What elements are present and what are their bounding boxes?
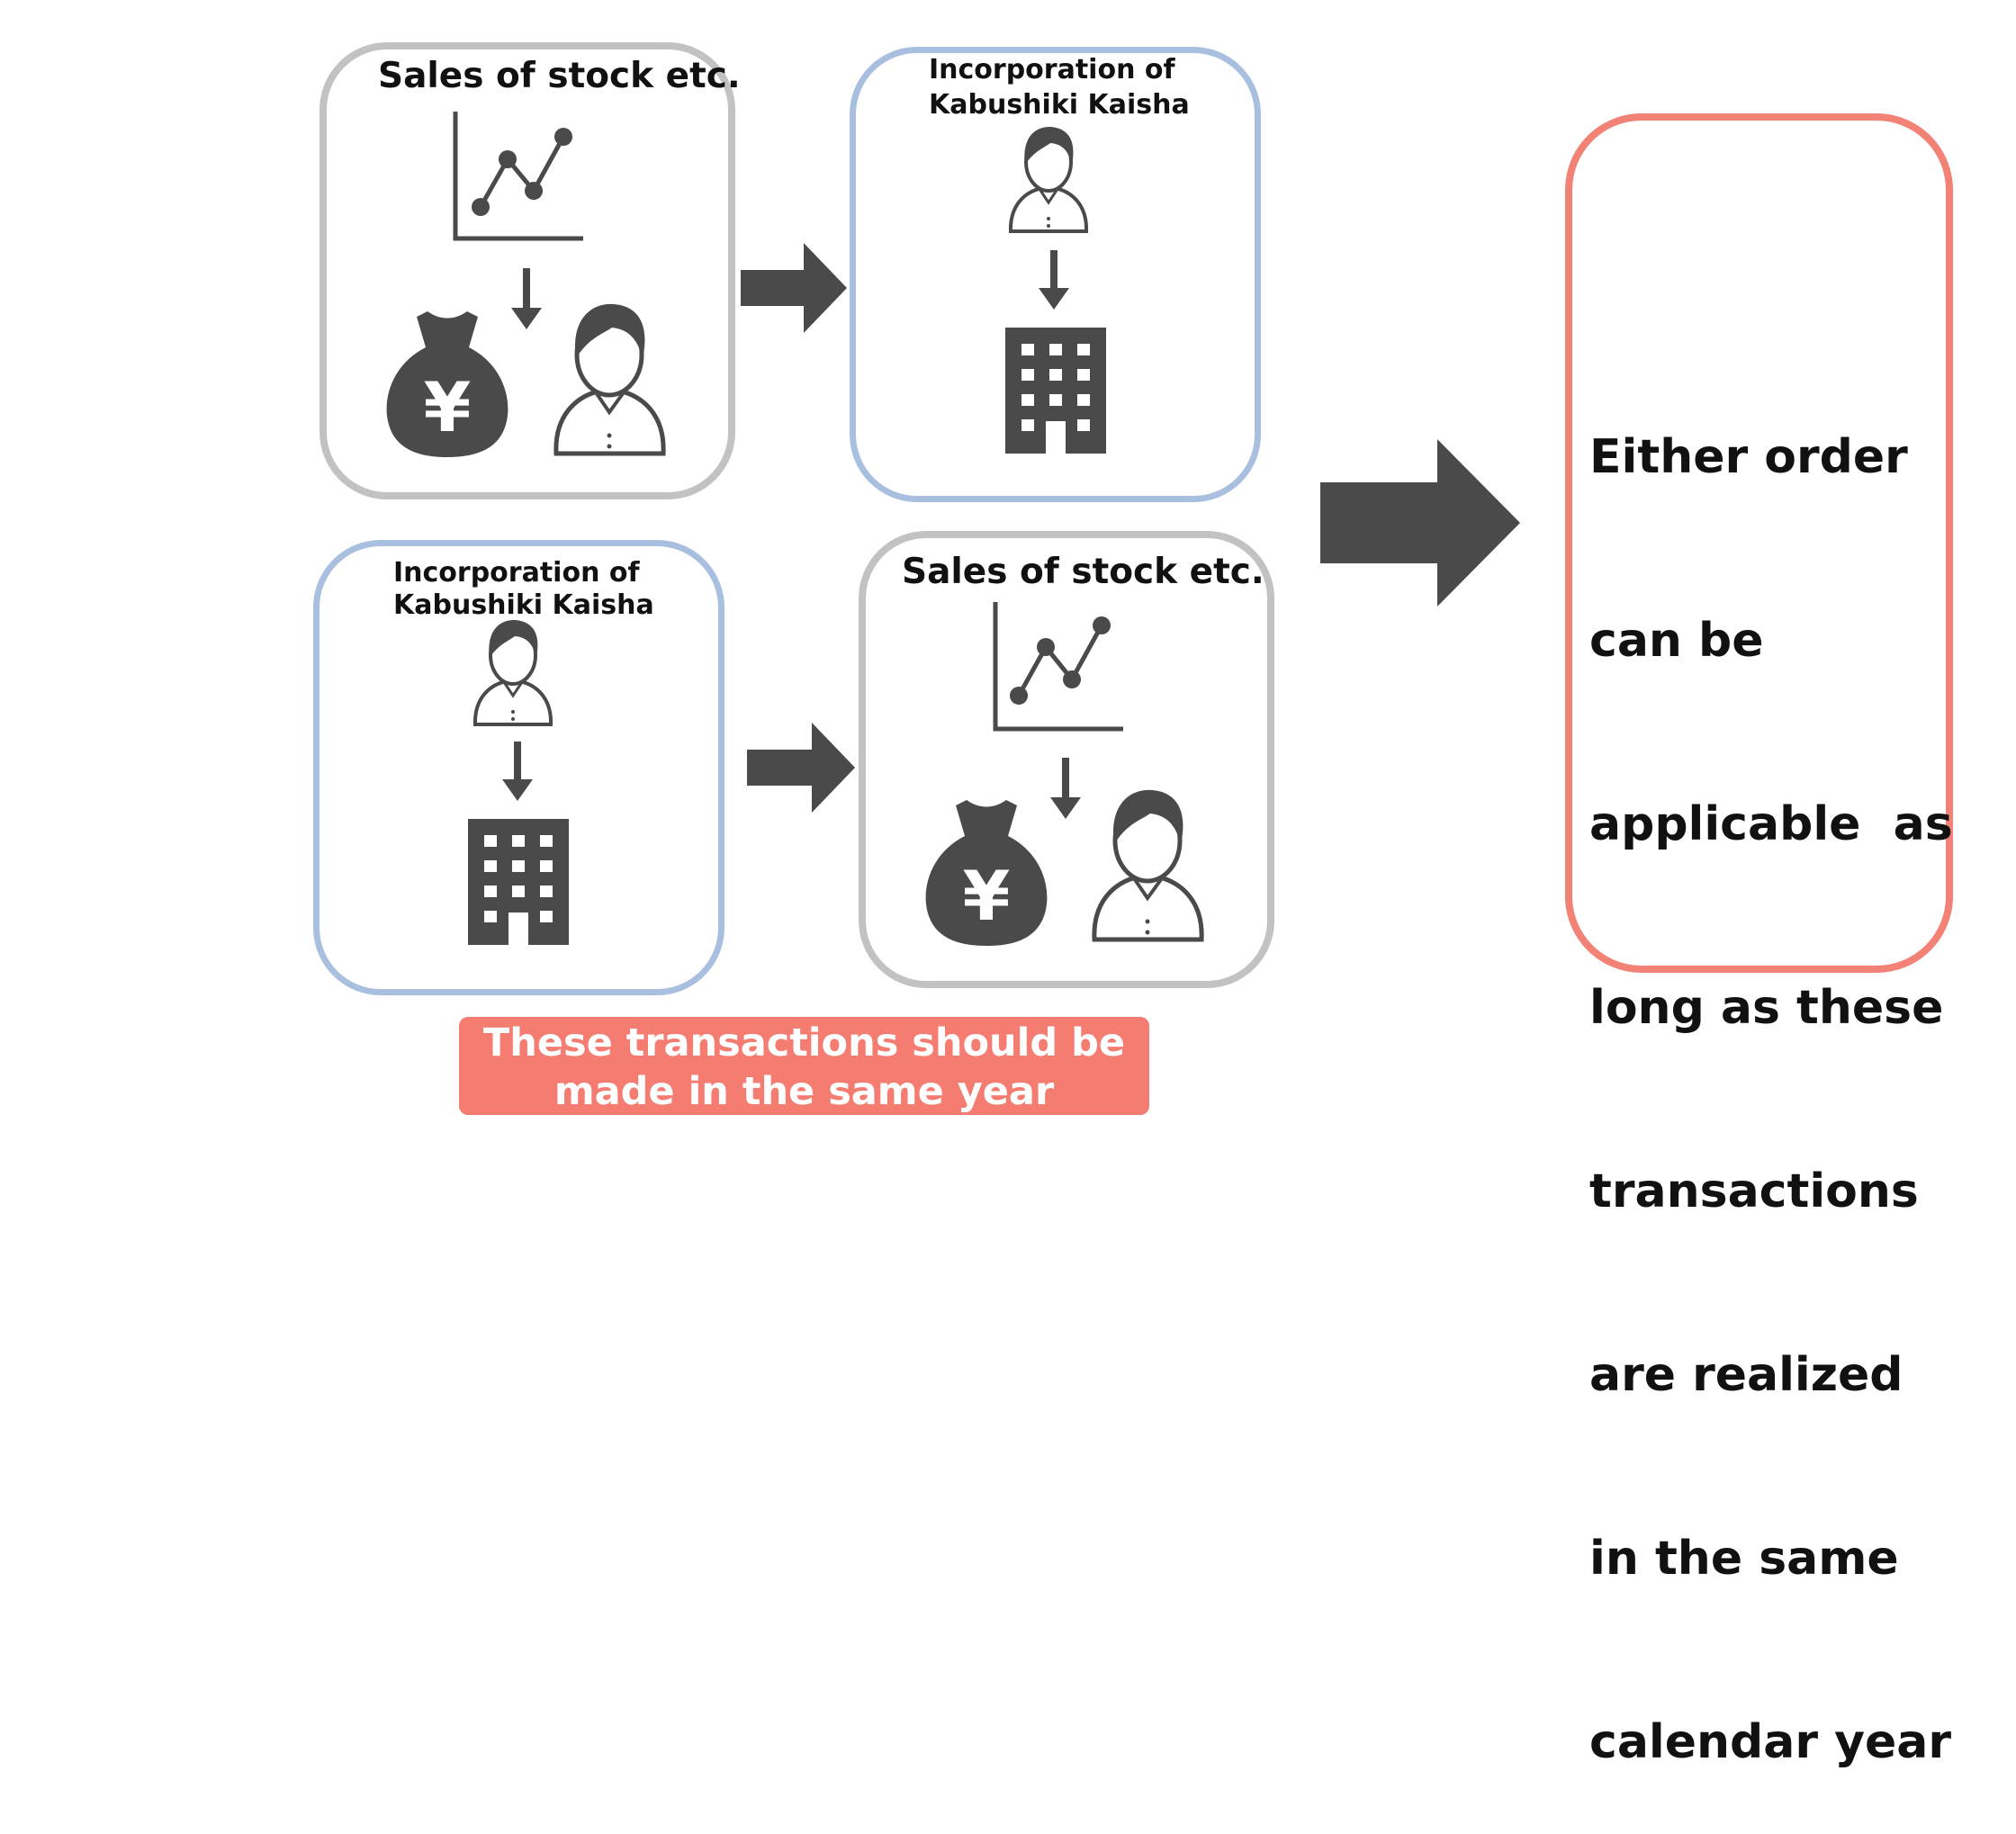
bottom-incorporation-title-line1: Incorporation of bbox=[393, 557, 640, 589]
yen-symbol: ¥ bbox=[424, 367, 472, 447]
top-sales-title: Sales of stock etc. bbox=[378, 56, 741, 96]
yen-bag-icon: ¥ bbox=[925, 800, 1048, 946]
conclusion-box bbox=[1565, 113, 1953, 973]
person-icon bbox=[1008, 126, 1089, 233]
conclusion-line-6: are realized bbox=[1589, 1348, 1904, 1402]
right-arrow-icon bbox=[747, 723, 855, 813]
big-right-arrow-icon bbox=[1320, 439, 1520, 607]
yen-bag-icon: ¥ bbox=[386, 311, 508, 457]
conclusion-line-7: in the same bbox=[1589, 1532, 1899, 1586]
bottom-sales-title: Sales of stock etc. bbox=[902, 552, 1264, 592]
person-icon bbox=[472, 619, 554, 726]
down-arrow-icon bbox=[511, 268, 542, 329]
yen-symbol: ¥ bbox=[963, 856, 1011, 936]
line-chart-icon bbox=[453, 112, 583, 241]
note-line-1: These transactions should be bbox=[482, 1020, 1126, 1065]
conclusion-line-8: calendar year bbox=[1589, 1715, 1951, 1769]
top-incorporation-title-line1: Incorporation of bbox=[929, 54, 1175, 85]
right-arrow-icon bbox=[741, 243, 847, 333]
down-arrow-icon bbox=[502, 742, 533, 801]
conclusion-line-2: can be bbox=[1589, 614, 1764, 668]
down-arrow-icon bbox=[1050, 758, 1081, 819]
bottom-incorporation-title: Incorporation of Kabushiki Kaisha bbox=[393, 557, 654, 622]
line-chart-icon bbox=[993, 602, 1123, 732]
building-icon bbox=[1005, 328, 1106, 454]
down-arrow-icon bbox=[1039, 250, 1069, 310]
conclusion-line-4: long as these bbox=[1589, 981, 1944, 1035]
conclusion-line-3: applicable as bbox=[1589, 797, 1953, 851]
bottom-incorporation-title-line2: Kabushiki Kaisha bbox=[393, 589, 654, 621]
conclusion-line-1: Either order bbox=[1589, 430, 1908, 484]
conclusion-line-5: transactions bbox=[1589, 1164, 1919, 1218]
person-icon bbox=[1092, 789, 1204, 942]
building-icon bbox=[468, 819, 569, 945]
top-incorporation-title-line2: Kabushiki Kaisha bbox=[929, 89, 1190, 121]
same-year-note: These transactions should be made in the… bbox=[459, 1017, 1149, 1115]
conclusion-text: Either order can be applicable as long a… bbox=[1589, 304, 1953, 1834]
person-icon bbox=[554, 303, 666, 456]
note-line-2: made in the same year bbox=[554, 1069, 1055, 1114]
top-incorporation-title: Incorporation of Kabushiki Kaisha bbox=[929, 52, 1190, 122]
